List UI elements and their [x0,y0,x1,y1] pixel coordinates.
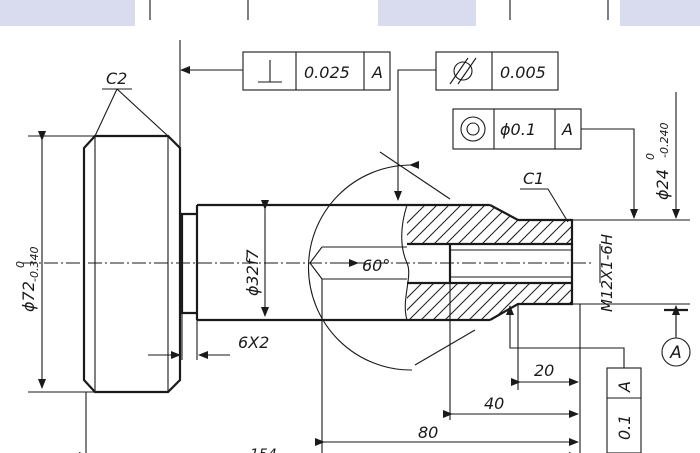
hatch-line [559,205,572,244]
chamfer-c1-label: C1 [523,169,544,188]
hatch-line [547,205,572,244]
length-80-label: 80 [418,423,438,442]
hatch-line [499,283,546,320]
hatch-line [407,283,450,320]
header-tab [0,0,135,26]
hatch-line [415,205,467,244]
hatch-line [463,205,515,244]
bore-diameter-lower-tol: -0.240 [658,123,671,158]
hatch-line [415,283,462,320]
hatch-line [475,205,527,244]
thread-label: M12X1-6H [598,234,616,312]
flange-diameter-upper-tol: 0 [14,261,27,268]
flange-diameter-dim: ϕ72 0 -0.340 [14,131,95,393]
concentricity-tolerance: ϕ0.1 [500,120,536,139]
concentricity-datum: A [561,120,573,139]
fcf-cylindricity: 0.005 [394,51,559,201]
runout-datum: A [615,381,634,393]
perpendicularity-tolerance: 0.025 [304,63,350,82]
groove-dim: 6X2 [148,313,269,360]
shaft-diameter-dim: ϕ32f7 [243,200,269,317]
hatch-line [407,205,431,244]
cylindricity-icon [449,57,477,85]
hatch-line [535,205,572,244]
hatch-line [407,283,426,320]
hatch-line [547,283,572,320]
hatch-line [475,283,522,320]
chamfer-c1: C1 [520,169,569,223]
datum-a-label: A [669,343,682,363]
hatch-line [523,283,570,320]
hatch-line [499,205,551,244]
bore-diameter-dim: ϕ24 0 -0.240 [572,92,690,336]
flange [82,134,182,394]
header-tab-divider [149,0,609,20]
perpendicularity-icon [258,60,282,83]
undercut-groove [180,212,197,315]
cylindricity-tolerance: 0.005 [500,63,546,82]
cone-angle-arc [307,160,420,371]
bore-diameter-label: ϕ24 [653,169,672,200]
header-tab [378,0,476,26]
hatch-line [463,283,510,320]
header-tab [620,0,700,26]
runout-tolerance: 0.1 [615,415,634,440]
section-hatch-top [407,205,572,244]
hatch-line [439,283,486,320]
length-20-label: 20 [534,361,554,380]
hatch-line [407,205,443,244]
hatch-line [427,205,479,244]
cone-extension-line [414,329,476,366]
hatch-line [523,205,572,244]
hatch-line [511,283,558,320]
shaft-diameter-label: ϕ32f7 [243,248,262,296]
header-tabs [0,0,700,26]
break-line [401,204,410,321]
concentricity-icon [460,116,486,142]
length-dims: 20 40 80 154 [79,279,581,453]
cone-extension-line [379,151,451,200]
groove-label: 6X2 [238,333,269,352]
length-40-label: 40 [484,394,504,413]
length-154-label: 154 [250,447,277,453]
perpendicularity-datum: A [371,63,383,82]
hatch-line [439,205,491,244]
fcf-concentricity: ϕ0.1 A [452,108,638,219]
hatch-line [407,283,438,320]
chamfer-c2: C2 [94,69,169,137]
datum-a-symbol: A [661,308,691,367]
hatch-line [407,205,455,244]
hatch-line [535,283,572,320]
center-drill [309,246,407,280]
flange-diameter-label: ϕ72 [19,281,38,312]
chamfer-c2-label: C2 [106,69,127,88]
hatch-line [451,205,503,244]
bore-diameter-upper-tol: 0 [644,153,657,160]
fcf-runout: A 0.1 [506,305,642,453]
hatch-line [511,205,563,244]
cone-angle-label: 60° [362,256,390,275]
flange-diameter-lower-tol: -0.340 [28,247,41,282]
fcf-perpendicularity: 0.025 A [179,40,391,210]
hatch-line [451,283,498,320]
